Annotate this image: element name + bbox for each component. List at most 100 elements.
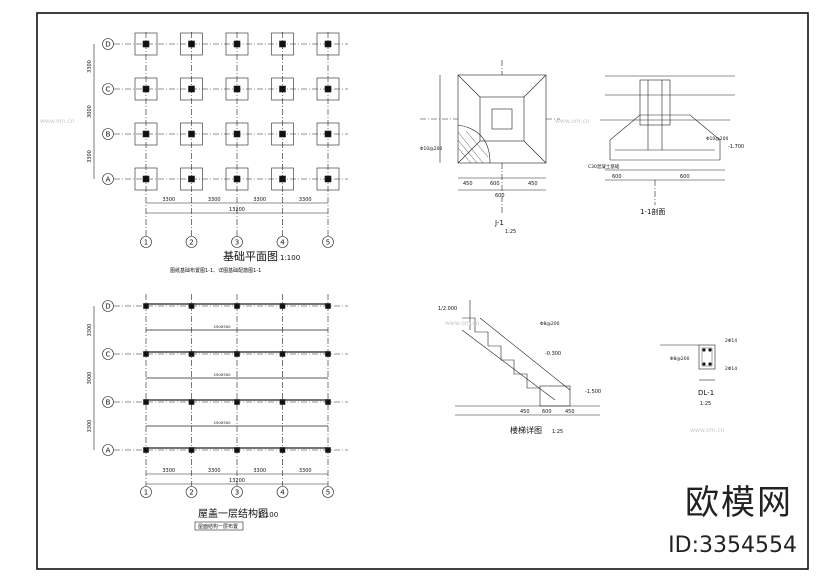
- footing-middle: [479, 96, 525, 142]
- watermark-url-3: www.om.cn: [445, 320, 480, 327]
- grid-label-C: C: [106, 86, 111, 94]
- grid-bubble-2: [185, 236, 198, 248]
- stair-dim-1: 450: [520, 409, 530, 415]
- column: [188, 175, 195, 183]
- footing-dim-3: 450: [528, 181, 538, 187]
- row-dim: 3000: [87, 372, 93, 385]
- stair-elev-2: -1.500: [585, 389, 601, 395]
- grid-bubble-B: [102, 396, 114, 408]
- column: [279, 175, 286, 183]
- column: [188, 130, 195, 138]
- grid-label-A: A: [106, 176, 111, 184]
- column: [142, 130, 150, 138]
- total-dim: 13200: [229, 478, 245, 484]
- col-dim: 3300: [208, 468, 221, 474]
- section-base: C30混凝土基础: [588, 163, 620, 170]
- grid-label-4: 4: [280, 239, 285, 247]
- column: [324, 85, 332, 93]
- grid-bubble-C: [102, 83, 114, 95]
- footing-dim-2: 600: [490, 181, 500, 187]
- column: [279, 85, 286, 93]
- stair-steps: [462, 317, 540, 389]
- row-dim: 3000: [87, 105, 93, 118]
- grid-label-D: D: [105, 303, 110, 311]
- beam-stirrup: Φ8@200: [670, 356, 690, 362]
- column: [279, 130, 286, 138]
- footing-rebar: Φ10@200: [420, 146, 442, 152]
- grid-label-C: C: [106, 351, 111, 359]
- grid-label-5: 5: [326, 239, 330, 247]
- watermark-url-2: www.om.cn: [555, 118, 590, 125]
- grid-label-5: 5: [326, 489, 330, 497]
- footing: [271, 167, 294, 191]
- column: [324, 40, 332, 48]
- footing: [316, 77, 340, 101]
- footing: [225, 32, 249, 56]
- grid-label-4: 4: [280, 489, 285, 497]
- footing: [180, 77, 203, 101]
- stair-slope: 1/2.000: [438, 306, 457, 312]
- beam-title: DL-1: [698, 389, 714, 397]
- grid-label-2: 2: [189, 239, 193, 247]
- section-dim-2: 600: [680, 174, 690, 180]
- footing-column: [491, 108, 513, 130]
- footing-detail: [420, 60, 560, 215]
- col-dim: 3300: [299, 468, 312, 474]
- watermark-url-4: www.om.cn: [690, 427, 725, 434]
- column: [279, 40, 286, 48]
- plan2-note: 屋面结构一层布置: [198, 523, 238, 530]
- section-elev: -1.700: [728, 144, 744, 150]
- stair-detail: [455, 300, 600, 416]
- grid-bubble-B: [102, 128, 114, 140]
- column: [324, 175, 332, 183]
- grid-bubble-1: [140, 486, 152, 498]
- footing-dim-1: 450: [463, 181, 473, 187]
- footing: [316, 32, 340, 56]
- column: [142, 175, 150, 183]
- footing-rebar-hatch: [457, 124, 491, 164]
- column: [324, 130, 332, 138]
- total-dim: 13200: [229, 207, 245, 213]
- grid-bubble-A: [102, 173, 114, 185]
- grid-label-1: 1: [144, 489, 148, 497]
- footing-dim-4: 600: [495, 193, 505, 199]
- footing: [134, 167, 158, 191]
- grid-label-1: 1: [144, 239, 148, 247]
- stair-rebar: Φ8@200: [540, 321, 560, 327]
- row-dim: 3300: [87, 324, 93, 337]
- grid-bubble-3: [231, 236, 243, 248]
- plan2-title: 屋盖一层结构图: [198, 507, 268, 520]
- drawing-id: ID:3354554: [668, 533, 797, 558]
- grid-bubble-C: [102, 348, 114, 360]
- watermark-url-1: www.om.cn: [40, 118, 75, 125]
- beam-scale: 1:25: [700, 401, 711, 407]
- beam-label: 250X500: [214, 324, 232, 329]
- plan2-scale: 1:100: [258, 511, 278, 519]
- plan1-title: 基础平面图: [223, 250, 278, 263]
- stair-title: 楼梯详图: [510, 425, 542, 435]
- col-dim: 3300: [162, 468, 175, 474]
- grid-bubble-5: [322, 236, 334, 248]
- col-dim: 3300: [253, 468, 266, 474]
- plan1-scale: 1:100: [280, 254, 300, 262]
- grid-bubble-4: [276, 236, 289, 248]
- footing: [271, 32, 294, 56]
- beam-rebar-top: 2Φ14: [725, 338, 737, 344]
- column: [233, 85, 241, 93]
- footing: [271, 77, 294, 101]
- footing: [225, 77, 249, 101]
- section-rebar: Φ10@200: [706, 136, 728, 142]
- row-dim: 3300: [87, 150, 93, 163]
- grid-bubble-2: [185, 486, 198, 498]
- grid-bubble-4: [276, 486, 289, 498]
- brand-logo-text: 欧模网: [685, 483, 793, 523]
- stair-dim-3: 450: [565, 409, 575, 415]
- grid-bubble-1: [140, 236, 152, 248]
- footing: [134, 32, 158, 56]
- footing-label: J-1: [494, 219, 504, 227]
- plan2-note-box: [194, 521, 244, 531]
- footing: [134, 122, 158, 146]
